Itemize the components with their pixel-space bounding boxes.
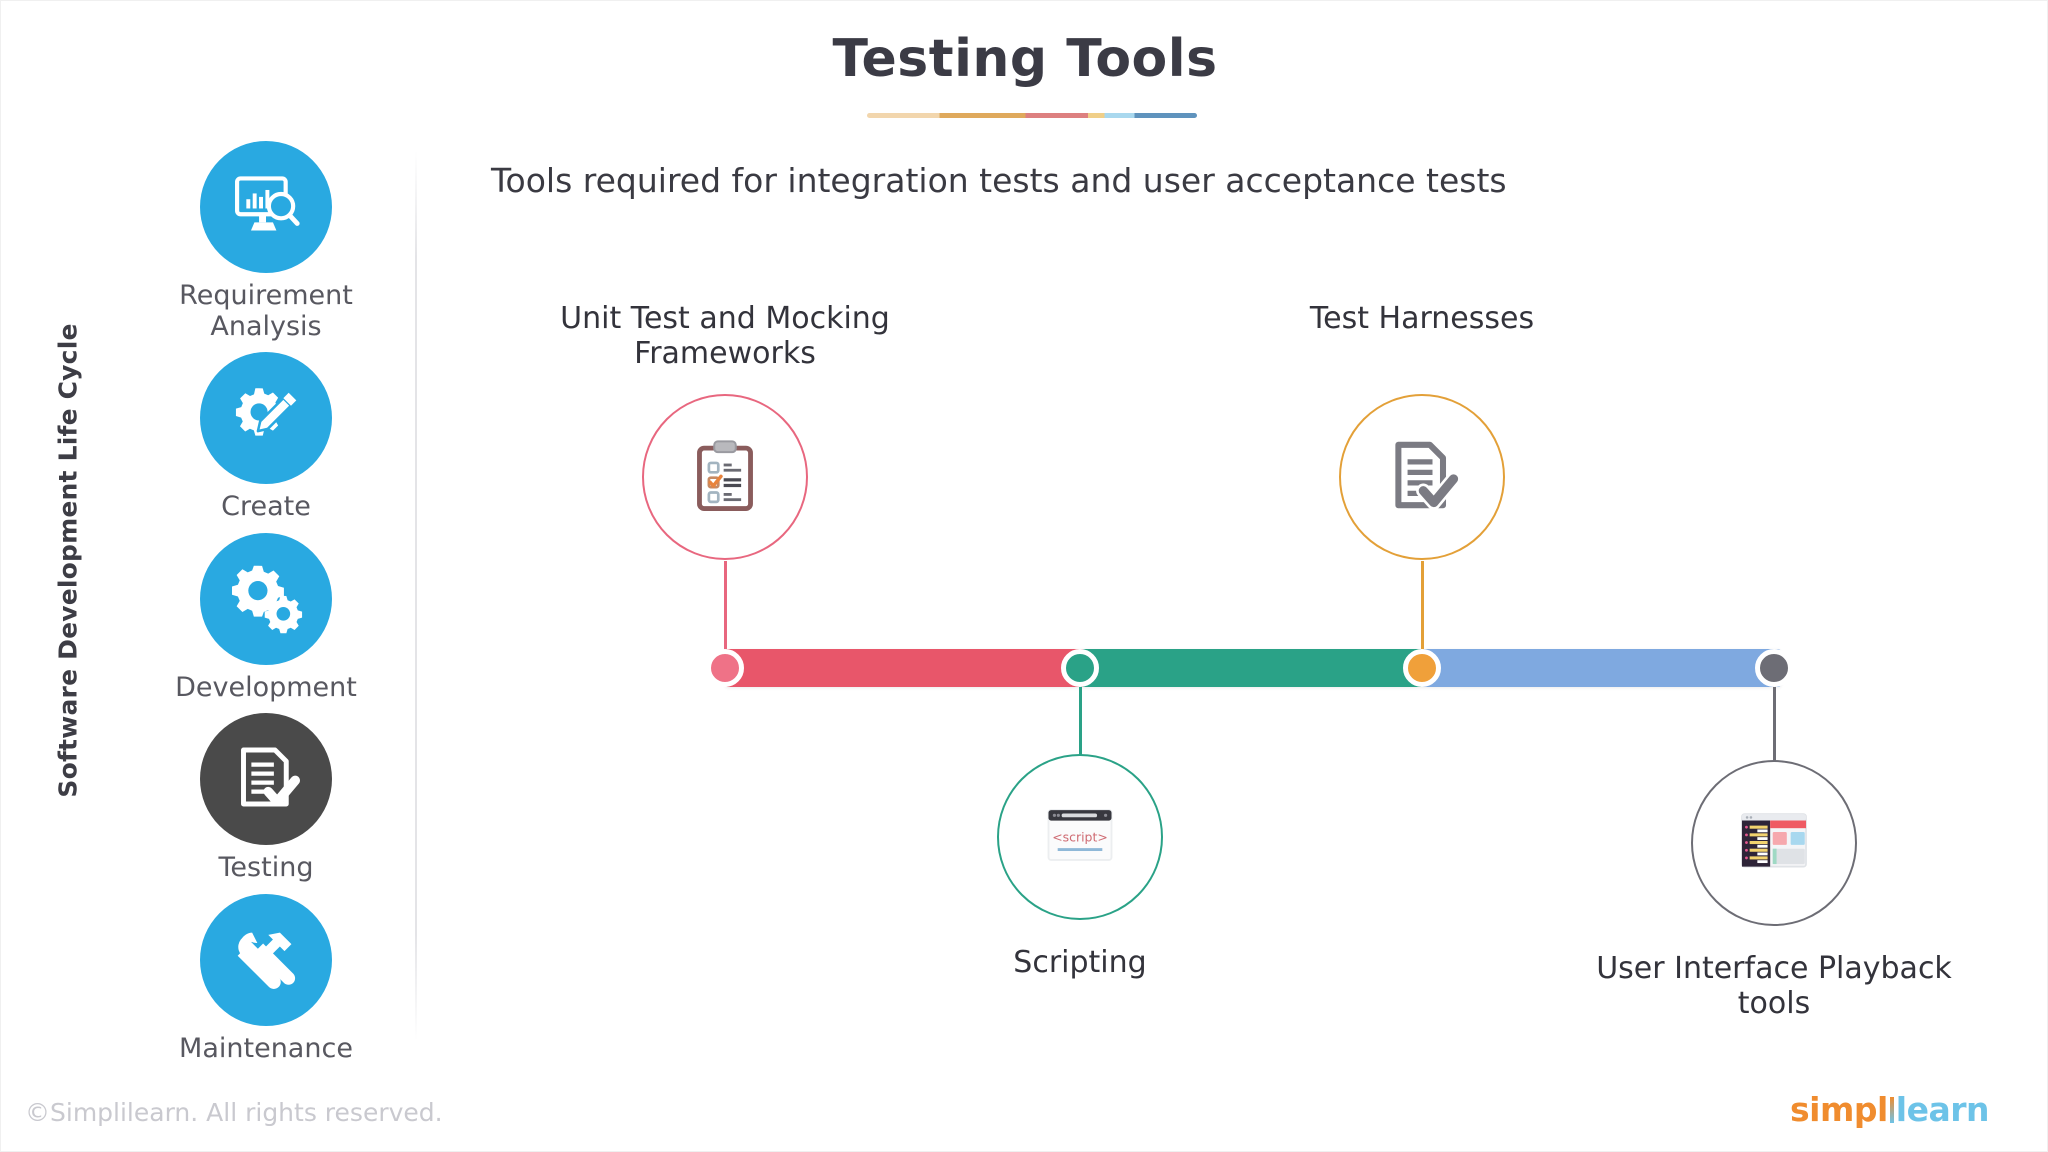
sidebar-item-label: Testing [218, 852, 314, 883]
timeline-dot-ui-playback[interactable] [1755, 649, 1793, 687]
sidebar-item-label: Development [175, 671, 357, 703]
sidebar-item-maintenance[interactable]: Maintenance [131, 893, 401, 1065]
node-icon-ui-playback[interactable] [1691, 760, 1857, 926]
monitor-chart-search-icon [229, 168, 303, 246]
document-check-icon [230, 741, 302, 817]
timeline-segment-red [725, 649, 1083, 687]
sidebar-item-testing[interactable]: Testing [131, 713, 401, 884]
sidebar-item-development[interactable]: Development [131, 532, 401, 704]
timeline-track [725, 649, 1781, 687]
node-caption-scripting: Scripting [1013, 945, 1147, 980]
two-gears-icon [229, 560, 303, 638]
timeline-connector-scripting [1079, 673, 1082, 773]
timeline-segment-blue [1423, 649, 1781, 687]
logo-divider-bar [1889, 1097, 1894, 1123]
gear-pencil-icon [229, 379, 303, 457]
sidebar-item-label: Requirement Analysis [179, 280, 353, 342]
node-icon-unit-test[interactable] [642, 394, 808, 560]
timeline-dot-unit-test[interactable] [706, 649, 744, 687]
timeline-segment-teal [1083, 649, 1423, 687]
copyright-text: ©Simplilearn. All rights reserved. [25, 1098, 443, 1127]
timeline-connector-unit-test [724, 561, 727, 671]
node-icon-scripting[interactable]: <script> [997, 754, 1163, 920]
page-subtitle: Tools required for integration tests and… [491, 161, 1507, 200]
node-caption-ui-playback: User Interface Playback tools [1596, 951, 1952, 1022]
clipboard-checklist-icon [682, 432, 768, 522]
sidebar-item-label: Maintenance [179, 1032, 353, 1064]
sidebar-item-requirement-analysis[interactable]: Requirement Analysis [131, 141, 401, 342]
node-caption-test-harnesses: Test Harnesses [1309, 301, 1535, 336]
sdlc-stage-list: Requirement Analysis Create [131, 141, 401, 1074]
sidebar-divider [415, 151, 417, 1041]
logo-first-part: simpl [1789, 1090, 1888, 1129]
svg-text:<script>: <script> [1052, 830, 1108, 845]
development-icon-badge [200, 532, 332, 665]
node-caption-unit-test: Unit Test and Mocking Frameworks [560, 301, 890, 372]
sidebar-item-create[interactable]: Create [131, 352, 401, 523]
dashboard-window-icon [1733, 800, 1815, 886]
requirement-analysis-icon-badge [200, 141, 332, 273]
script-browser-icon: <script> [1038, 793, 1122, 881]
timeline-connector-ui-playback [1773, 673, 1776, 773]
create-icon-badge [200, 352, 332, 484]
title-underline-accent [867, 113, 1197, 118]
maintenance-icon-badge [200, 893, 332, 1026]
timeline-dot-test-harnesses[interactable] [1403, 649, 1441, 687]
document-check-icon [1380, 433, 1464, 521]
timeline-connector-test-harnesses [1421, 561, 1424, 671]
logo-second-part: learn [1895, 1090, 1990, 1129]
testing-icon-badge [200, 713, 332, 845]
wrench-screwdriver-icon [229, 921, 303, 999]
node-icon-test-harnesses[interactable] [1339, 394, 1505, 560]
sidebar-vertical-title: Software Development Life Cycle [53, 323, 83, 798]
timeline-dot-scripting[interactable] [1061, 649, 1099, 687]
sidebar-item-label: Create [221, 491, 311, 522]
page-title: Testing Tools [832, 29, 1218, 89]
simplilearn-logo: simpl learn [1789, 1090, 1990, 1129]
